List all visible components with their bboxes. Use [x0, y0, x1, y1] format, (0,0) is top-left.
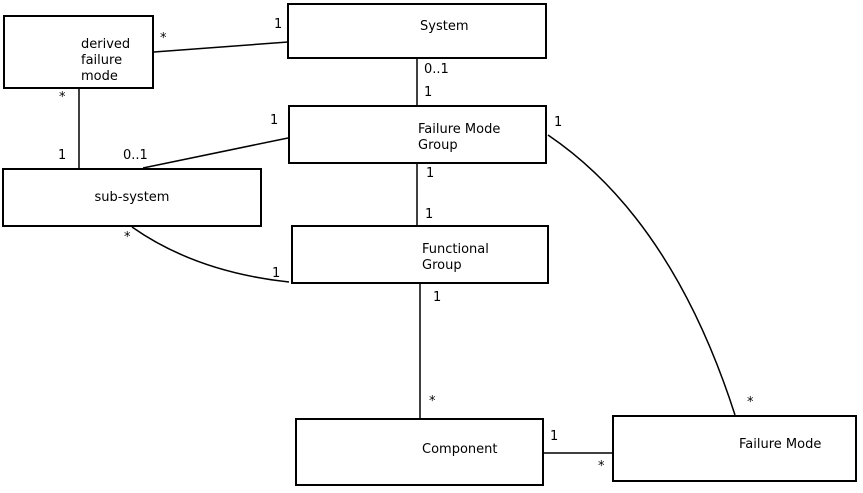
multiplicity-label-fmgroup-to-failuremode-1: 1: [554, 115, 563, 130]
node-functional-group: Functional Group: [291, 225, 549, 284]
node-label-failure-mode-group: Failure Mode Group: [418, 122, 501, 153]
multiplicity-label-derived-to-system-1: 1: [274, 17, 283, 32]
multiplicity-label-derived-to-subsystem-: *: [59, 90, 66, 105]
multiplicity-label-fgroup-to-component-1: 1: [433, 290, 442, 305]
multiplicity-label-system-to-fmgroup-01: 0..1: [424, 62, 449, 77]
node-component: Component: [295, 418, 544, 486]
multiplicity-label-fmgroup-to-fgroup-1: 1: [425, 207, 434, 222]
edge-fmgroup-to-failuremode: [547, 134, 736, 416]
node-sub-system: sub-system: [2, 168, 262, 227]
edge-derived-to-system: [153, 41, 289, 53]
node-label-sub-system: sub-system: [94, 190, 170, 205]
node-derived-failure-mode: derived failure mode: [3, 15, 154, 89]
node-label-system: System: [420, 19, 469, 34]
multiplicity-label-component-to-failuremode-: *: [598, 459, 605, 474]
node-label-component: Component: [422, 442, 498, 457]
node-system: System: [287, 3, 547, 59]
multiplicity-label-subsystem-to-fmgroup-1: 1: [270, 113, 279, 128]
edge-subsystem-to-fmgroup: [142, 137, 289, 169]
node-failure-mode: Failure Mode: [612, 415, 857, 482]
multiplicity-label-subsystem-to-fgroup-1: 1: [272, 266, 281, 281]
multiplicity-label-fgroup-to-component-: *: [429, 394, 436, 409]
multiplicity-label-fmgroup-to-failuremode-: *: [747, 395, 754, 410]
node-label-failure-mode: Failure Mode: [739, 437, 822, 452]
multiplicity-label-derived-to-subsystem-1: 1: [58, 148, 67, 163]
node-failure-mode-group: Failure Mode Group: [288, 105, 547, 164]
multiplicity-label-subsystem-to-fgroup-: *: [124, 230, 131, 245]
node-label-derived-failure-mode: derived failure mode: [81, 37, 131, 84]
node-label-functional-group: Functional Group: [422, 242, 489, 273]
multiplicity-label-system-to-fmgroup-1: 1: [424, 85, 433, 100]
edge-subsystem-to-fgroup: [131, 226, 290, 283]
multiplicity-label-fmgroup-to-fgroup-1: 1: [426, 166, 435, 181]
multiplicity-label-component-to-failuremode-1: 1: [550, 429, 559, 444]
multiplicity-label-subsystem-to-fmgroup-01: 0..1: [123, 148, 148, 163]
multiplicity-label-derived-to-system-: *: [160, 31, 167, 46]
